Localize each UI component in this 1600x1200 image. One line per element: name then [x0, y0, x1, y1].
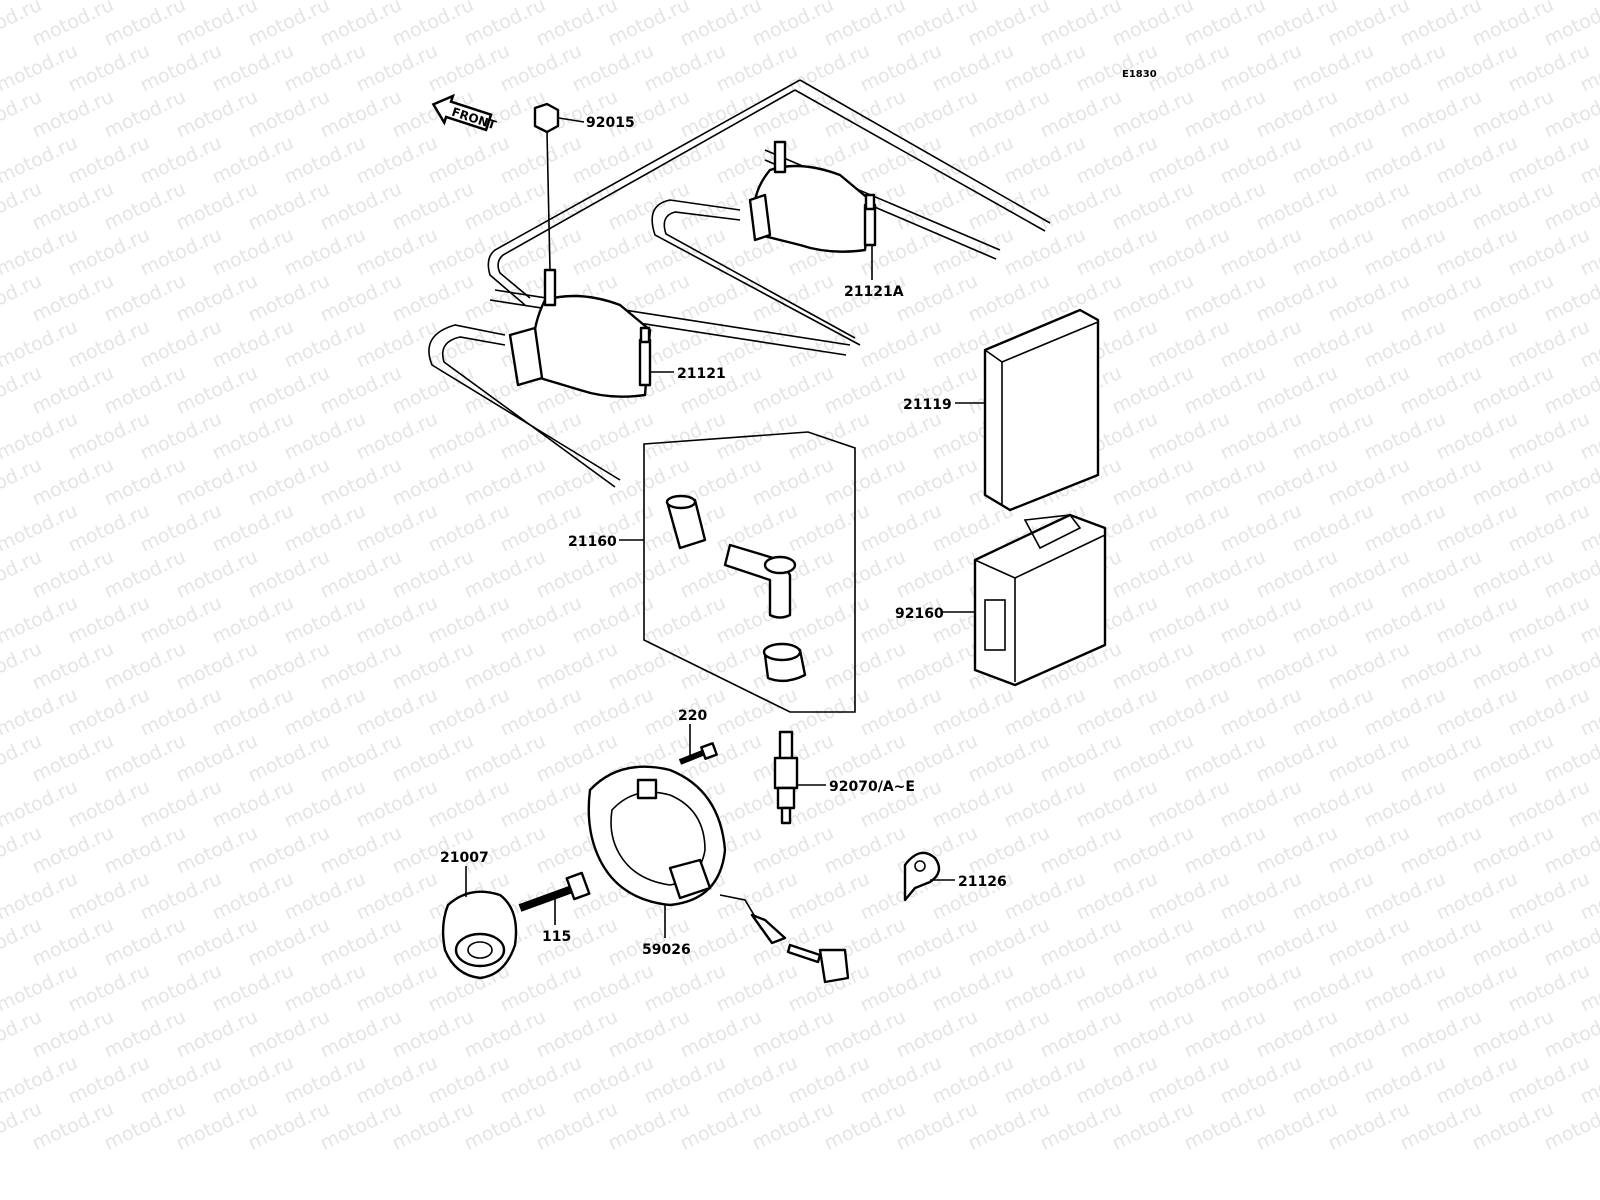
clamp-21126: [903, 851, 941, 902]
nut-92015: [533, 102, 560, 271]
rotor-21007: [441, 890, 518, 980]
case-92160: [973, 513, 1107, 687]
ignition-coil-21121a: [748, 140, 877, 253]
spark-plug-cap-kit-21160: [643, 431, 856, 713]
callout-59026: 59026: [642, 942, 691, 958]
bolt-115: [518, 871, 591, 912]
callout-220: 220: [678, 708, 707, 724]
pickup-plate-59026: [587, 765, 850, 984]
callout-92015: 92015: [586, 115, 635, 131]
callout-92160: 92160: [895, 606, 944, 622]
callout-21121a: 21121A: [844, 284, 904, 300]
ignition-coil-21121: [508, 268, 652, 398]
callout-115: 115: [542, 929, 571, 945]
callout-92070: 92070/A~E: [829, 779, 915, 795]
callout-21126: 21126: [958, 874, 1007, 890]
callout-21121: 21121: [677, 366, 726, 382]
callout-21119: 21119: [903, 397, 952, 413]
spark-plug-92070: [773, 730, 799, 825]
bolt-220: [678, 742, 718, 765]
watermark-text: motod.ru: [1577, 0, 1600, 5]
leader-lines: [465, 117, 985, 938]
callout-21007: 21007: [440, 850, 489, 866]
callout-21160: 21160: [568, 534, 617, 550]
diagram-code: E1830: [1122, 69, 1157, 80]
igniter-21119: [983, 308, 1100, 512]
callout-labels: 92015 21121A 21121 21119 21160 92160 220…: [440, 115, 1007, 958]
